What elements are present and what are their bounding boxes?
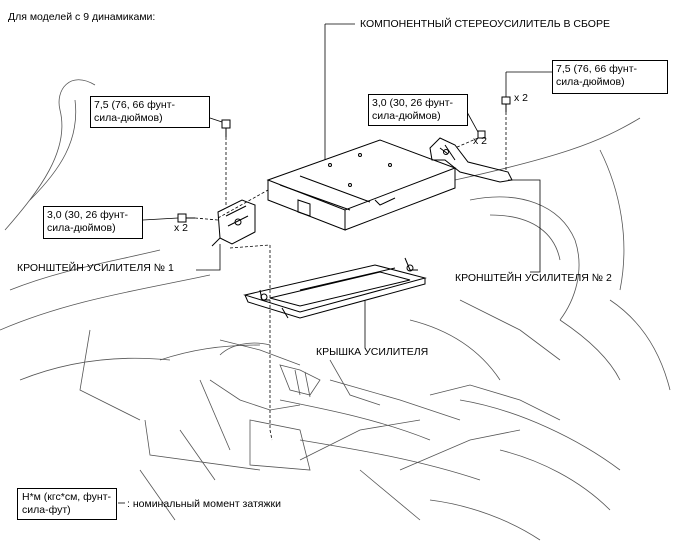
bracket-2-drawing: [429, 137, 513, 183]
torque-box-bracket2-top: 7,5 (76, 66 фунт- сила-дюймов): [552, 60, 668, 94]
torque-line-2: сила-дюймов): [94, 112, 163, 124]
torque-line-1: 3,0 (30, 26 фунт-: [372, 97, 453, 109]
legend-line-1: Н*м (кгс*см, фунт-: [22, 491, 112, 503]
amplifier-cover-label: КРЫШКА УСИЛИТЕЛЯ: [316, 346, 429, 358]
bracket-2-label: КРОНШТЕЙН УСИЛИТЕЛЯ № 2: [455, 272, 612, 284]
torque-line-2: сила-дюймов): [556, 76, 625, 88]
torque-box-bracket1-top: 7,5 (76, 66 фунт- сила-дюймов): [90, 96, 210, 128]
amplifier-cover-drawing: [243, 257, 427, 319]
vehicle-body-outline: [0, 79, 671, 541]
multiplier-bracket2-side: x 2: [473, 135, 488, 147]
assembly-dashed-lines: [194, 112, 507, 441]
bracket-1-drawing: [211, 199, 256, 247]
model-note: Для моделей с 9 динамиками:: [8, 11, 156, 23]
legend-line-2: сила-фут): [22, 504, 71, 516]
bracket-1-label: КРОНШТЕЙН УСИЛИТЕЛЯ № 1: [17, 262, 174, 274]
torque-line-1: 7,5 (76, 66 фунт-: [556, 63, 637, 75]
torque-box-bracket1-side: 3,0 (30, 26 фунт- сила-дюймов): [43, 206, 143, 239]
amplifier-assembly-drawing: [266, 139, 457, 231]
multiplier-bracket1-side: x 2: [174, 222, 189, 234]
torque-line-1: 7,5 (76, 66 фунт-: [94, 99, 175, 111]
torque-box-bracket2-side: 3,0 (30, 26 фунт- сила-дюймов): [368, 94, 468, 126]
torque-line-1: 3,0 (30, 26 фунт-: [47, 209, 128, 221]
bolts-drawing: [177, 96, 511, 223]
multiplier-bracket2-top: x 2: [514, 92, 529, 104]
amplifier-assembly-label: КОМПОНЕНТНЫЙ СТЕРЕОУСИЛИТЕЛЬ В СБОРЕ: [360, 18, 610, 30]
legend-description: : номинальный момент затяжки: [127, 498, 281, 510]
leader-lines: [118, 23, 552, 504]
torque-line-2: сила-дюймов): [47, 222, 116, 234]
torque-line-2: сила-дюймов): [372, 110, 441, 122]
legend-unit-box: Н*м (кгс*см, фунт- сила-фут): [17, 488, 117, 520]
